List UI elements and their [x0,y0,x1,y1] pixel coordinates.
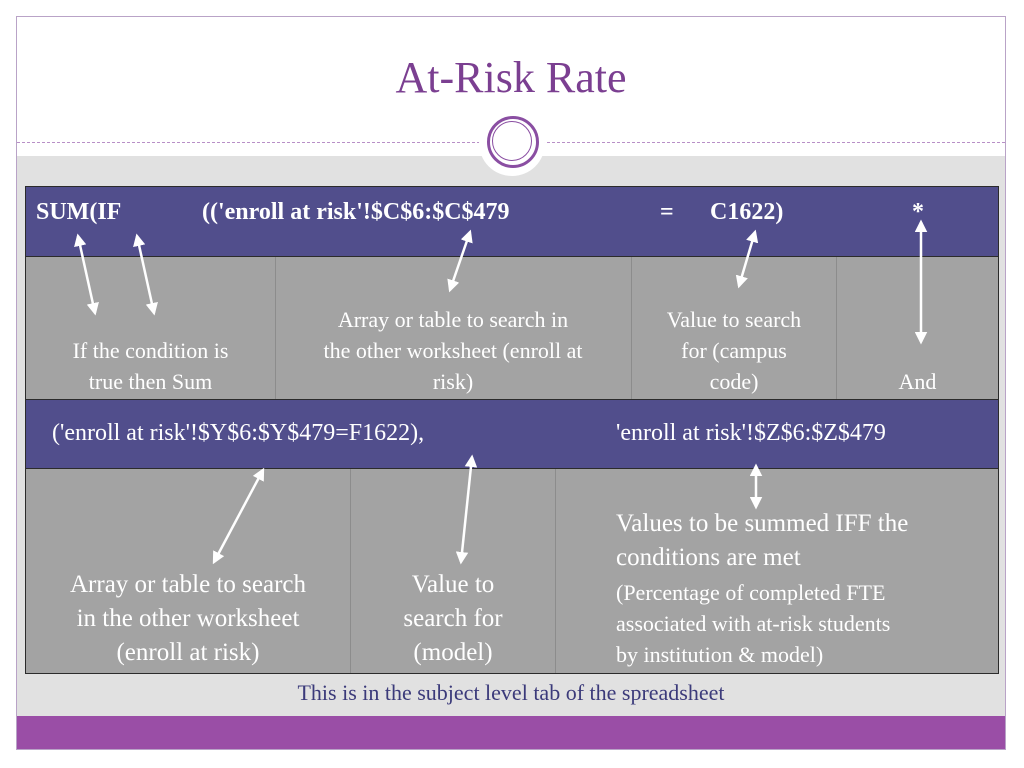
desc-line: the other worksheet (enroll at [323,338,583,363]
formula-sum-if: SUM(IF [36,199,122,225]
desc-line: If the condition is [72,338,229,363]
formula-range-1: (('enroll at risk'!$C$6:$C$479 [202,199,510,225]
formula-band-1: SUM(IF (('enroll at risk'!$C$6:$C$479 = … [26,187,998,257]
desc-line: by institution & model) [616,642,824,667]
formula-value-1: C1622) [710,199,784,225]
desc-summed-values: Values to be summed IFF the conditions a… [616,507,996,575]
desc-line: risk) [432,369,474,394]
desc-line: in the other worksheet [76,605,300,632]
formula-band-2: ('enroll at risk'!$Y$6:$Y$479=F1622), 'e… [26,399,998,469]
desc-line: Values to be summed IFF the [616,510,909,537]
desc-line: search for [403,605,503,632]
cell-divider [275,257,276,399]
desc-line: associated with at-risk students [616,611,891,636]
desc-line: conditions are met [616,544,801,571]
desc-line: code) [709,369,759,394]
cell-divider [836,257,837,399]
desc-value-1: Value to search for (campus code) [632,304,836,397]
desc-line: true then Sum [88,369,213,394]
desc-line: for (campus [681,338,787,363]
desc-and: And [898,369,937,394]
desc-array-2: Array or table to search in the other wo… [26,568,350,670]
formula-range-2: ('enroll at risk'!$Y$6:$Y$479=F1622), [52,420,425,446]
formula-and-operator: * [912,199,924,225]
desc-line: (enroll at risk) [116,639,260,666]
formula-equals: = [660,199,674,225]
desc-line: (model) [413,639,493,666]
divider-medallion-inner-ring [492,121,532,161]
desc-condition: If the condition is true then Sum [26,335,275,397]
desc-line: Value to [411,571,495,598]
desc-line: Array or table to search in [337,307,569,332]
slide-frame [16,16,1006,750]
formula-sum-range: 'enroll at risk'!$Z$6:$Z$479 [616,420,886,446]
desc-line: Array or table to search [70,571,306,598]
desc-line: (Percentage of completed FTE [616,580,886,605]
bottom-accent-bar [17,716,1005,749]
cell-divider [350,469,351,673]
desc-summed-note: (Percentage of completed FTE associated … [616,577,996,670]
desc-line: Value to search [666,307,802,332]
slide-title: At-Risk Rate [395,53,627,102]
cell-divider [631,257,632,399]
slide-footnote: This is in the subject level tab of the … [297,680,725,705]
desc-array-1: Array or table to search in the other wo… [276,304,630,397]
desc-value-2: Value to search for (model) [351,568,555,670]
cell-divider [555,469,556,673]
formula-table: SUM(IF (('enroll at risk'!$C$6:$C$479 = … [25,186,999,674]
